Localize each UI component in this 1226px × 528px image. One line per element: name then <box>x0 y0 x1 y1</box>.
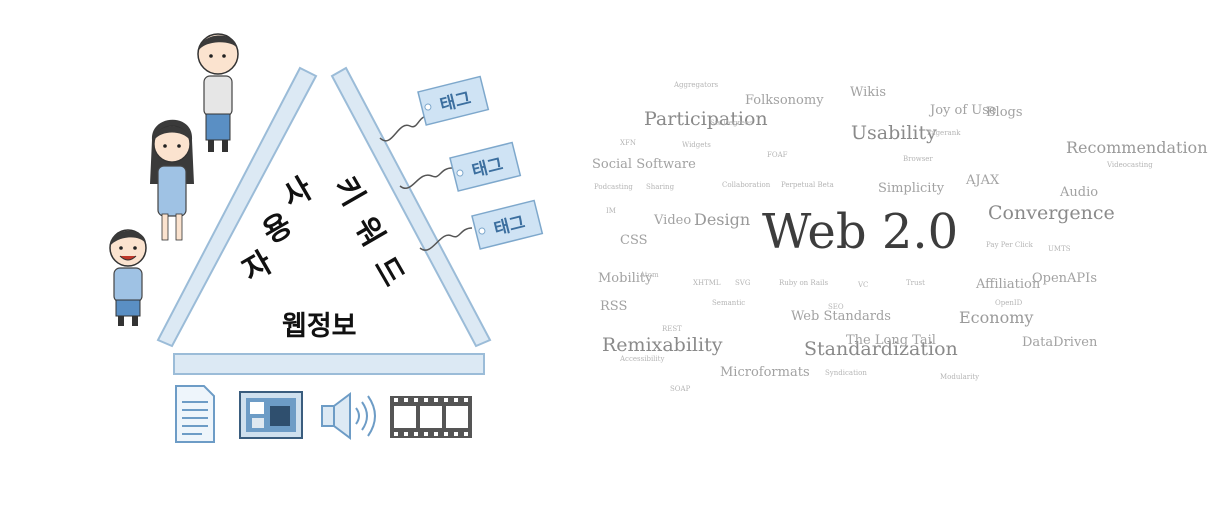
word-cloud-term: Perpetual Beta <box>781 181 834 189</box>
word-cloud-term: Audio <box>1060 185 1099 200</box>
word-cloud-term: Participation <box>644 108 768 130</box>
word-cloud-term: Joy of Use <box>930 103 997 118</box>
word-cloud-term: XFN <box>620 139 636 147</box>
tag-1: 태그 <box>417 75 490 126</box>
word-cloud-term: OpenAPIs <box>1032 271 1097 286</box>
word-cloud-term: Convergence <box>988 202 1115 224</box>
word-cloud-term: VC <box>858 281 869 289</box>
word-cloud-term: CSS <box>620 233 648 248</box>
word-cloud-term: FOAF <box>767 151 788 159</box>
web-info-label: 웹정보 <box>282 311 357 342</box>
word-cloud-term: Folksonomy <box>745 93 824 108</box>
word-cloud-term: Pay Per Click <box>986 241 1033 249</box>
word-cloud-term: Microformats <box>720 365 810 380</box>
word-cloud-term: Syndication <box>825 369 867 377</box>
word-cloud-term: DataDriven <box>1022 335 1098 350</box>
word-cloud-term: REST <box>662 325 682 333</box>
word-cloud-term: Remixability <box>602 334 723 356</box>
word-cloud-term: Accessibility <box>620 355 665 363</box>
word-cloud-term: SEO <box>828 303 844 311</box>
word-cloud-term: Pagerank <box>927 129 961 137</box>
image-icon <box>239 391 303 439</box>
word-cloud-term: Recommendation <box>1066 138 1208 157</box>
word-cloud-term: IM <box>606 207 616 215</box>
word-cloud-term: Trust <box>906 279 925 287</box>
word-cloud-term: Aggregators <box>674 81 719 89</box>
word-cloud-term: Modularity <box>940 373 980 381</box>
left-frame-bar <box>156 66 318 348</box>
film-icon <box>390 396 472 438</box>
word-cloud-term: Browser <box>903 155 933 163</box>
word-cloud-term: Wikis <box>850 85 886 100</box>
word-cloud-term: Standardization <box>804 338 958 360</box>
word-cloud-term: XHTML <box>693 279 721 287</box>
word-cloud-term: Sharing <box>646 183 675 191</box>
word-cloud-term: Videocasting <box>1107 161 1153 169</box>
word-cloud-term: RSS <box>600 299 628 314</box>
tag-3: 태그 <box>471 199 544 250</box>
word-cloud-term: UMTS <box>1048 245 1071 253</box>
word-cloud-term: Social Software <box>592 157 696 172</box>
word-cloud-term: The Long Tail <box>846 333 936 348</box>
tag-wire-3 <box>419 227 473 251</box>
word-cloud-term: Blogs <box>986 105 1023 120</box>
person-icon <box>197 33 239 152</box>
word-cloud-term: Affiliation <box>976 277 1041 292</box>
bottom-frame-bar <box>173 353 485 375</box>
speaker-icon <box>321 392 376 440</box>
word-cloud-term: Collaboration <box>722 181 771 189</box>
tag-wire-1 <box>379 115 429 142</box>
diagram-graphic: 태그 태그 태그 <box>109 33 544 443</box>
right-frame-bar <box>330 66 492 348</box>
word-cloud-hero: Web 2.0 <box>762 204 959 260</box>
word-cloud-term: Usability <box>851 122 937 144</box>
document-icon <box>175 385 215 443</box>
word-cloud-term: SOAP <box>670 385 691 393</box>
word-cloud-term: Simplicity <box>878 181 945 196</box>
person-icon <box>150 119 194 241</box>
word-cloud-term: Video <box>654 213 692 228</box>
word-cloud-term: Podcasting <box>594 183 633 191</box>
word-cloud-term: Six Degrees <box>710 119 753 127</box>
user-keyword-webinfo-diagram: 태그 태그 태그 <box>109 33 544 443</box>
word-cloud-term: Widgets <box>682 141 711 149</box>
word-cloud-term: Semantic <box>712 299 746 307</box>
tag-2: 태그 <box>449 141 522 192</box>
word-cloud-term: Ruby on Rails <box>779 279 829 287</box>
word-cloud-term: Economy <box>959 308 1034 327</box>
tag-wire-2 <box>399 167 453 189</box>
word-cloud-term: AJAX <box>966 173 1000 188</box>
word-cloud-term: Design <box>694 210 751 229</box>
word-cloud-term: Atom <box>640 271 659 279</box>
word-cloud-term: Mobility <box>598 271 653 286</box>
word-cloud-term: SVG <box>735 279 751 287</box>
word-cloud-term: Web Standards <box>791 309 891 324</box>
word-cloud-term: OpenID <box>995 299 1023 307</box>
person-icon <box>109 229 147 326</box>
